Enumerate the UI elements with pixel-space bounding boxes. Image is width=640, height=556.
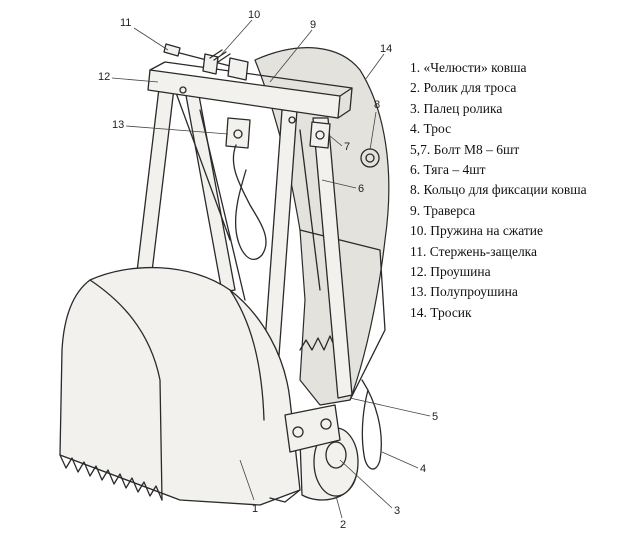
callout-5: 5: [432, 411, 438, 423]
legend-item: 2. Ролик для троса: [410, 80, 517, 96]
callout-13: 13: [112, 119, 124, 131]
latch-assembly: [163, 43, 249, 81]
legend-item: 12. Проушина: [410, 264, 491, 280]
callout-10: 10: [248, 9, 260, 21]
cable: [361, 379, 382, 470]
legend-item: 13. Полупроушина: [410, 284, 518, 300]
callout-7: 7: [344, 141, 350, 153]
callout-4: 4: [420, 463, 426, 475]
lugs: [179, 86, 331, 149]
rope-strap: [232, 144, 267, 261]
callout-6: 6: [358, 183, 364, 195]
legend-item: 4. Трос: [410, 121, 452, 137]
legend-item: 6. Тяга – 4шт: [410, 162, 486, 178]
callout-9: 9: [310, 19, 316, 31]
front-jaw: [59, 266, 301, 506]
legend-item: 11. Стержень-защелка: [410, 243, 538, 259]
legend-item: 5,7. Болт М8 – 6шт: [410, 141, 520, 157]
legend-item: 8. Кольцо для фиксации ковша: [410, 182, 587, 198]
legend-item: 9. Траверса: [410, 202, 476, 218]
callout-14: 14: [380, 43, 392, 55]
callout-3: 3: [394, 505, 400, 517]
legend-item: 10. Пружина на сжатие: [410, 223, 543, 239]
cable-roller: [284, 404, 359, 501]
callouts: 11 10 9 14 12 8 13 7 6 5 4 3 2 1: [98, 9, 438, 531]
callout-8: 8: [374, 99, 380, 111]
traverse: [147, 61, 353, 119]
legend-item: 1. «Челюсти» ковша: [410, 60, 527, 75]
callout-11: 11: [120, 17, 131, 29]
callout-12: 12: [98, 71, 110, 83]
callout-2: 2: [340, 519, 346, 531]
callout-1: 1: [252, 503, 258, 515]
parts-legend: 1. «Челюсти» ковша 2. Ролик для троса 3.…: [410, 58, 587, 323]
legend-item: 3. Палец ролика: [410, 100, 503, 116]
legend-item: 14. Тросик: [410, 304, 472, 320]
